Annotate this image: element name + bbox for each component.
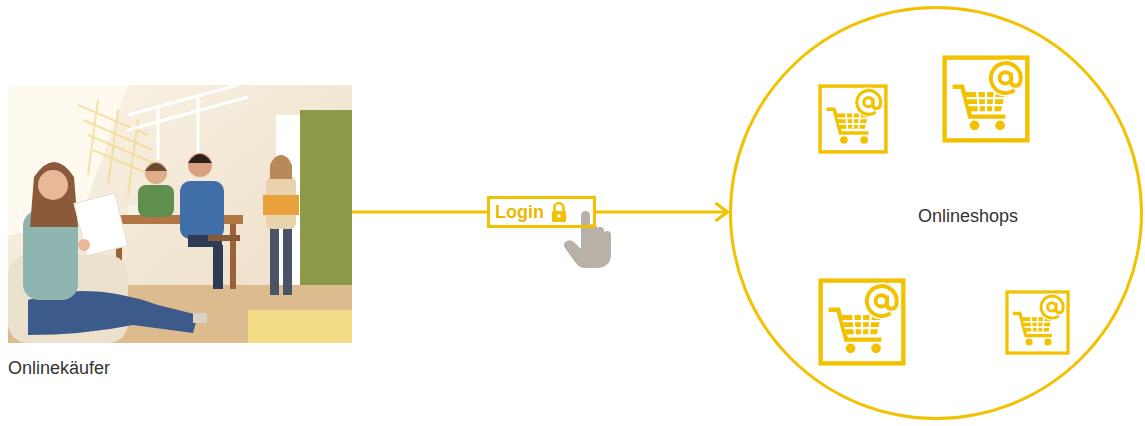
shops-circle: Onlineshops	[729, 6, 1143, 420]
family-photo	[8, 85, 352, 343]
connector-line	[596, 211, 728, 214]
buyer-photo-node: Onlinekäufer	[8, 85, 352, 385]
node-label: Onlineshops	[918, 206, 1018, 227]
hand-cursor	[564, 211, 611, 268]
lock-icon	[551, 201, 567, 223]
login-button: Login	[487, 196, 596, 228]
shop-icon	[821, 281, 904, 364]
connector-line	[352, 211, 487, 214]
arrow-head-to	[716, 203, 728, 221]
shop-icon	[820, 86, 886, 152]
node-label: Login	[495, 201, 544, 223]
shop-icon	[945, 58, 1028, 141]
shop-icon	[1007, 292, 1068, 353]
node-label: Onlinekäufer	[8, 358, 110, 379]
